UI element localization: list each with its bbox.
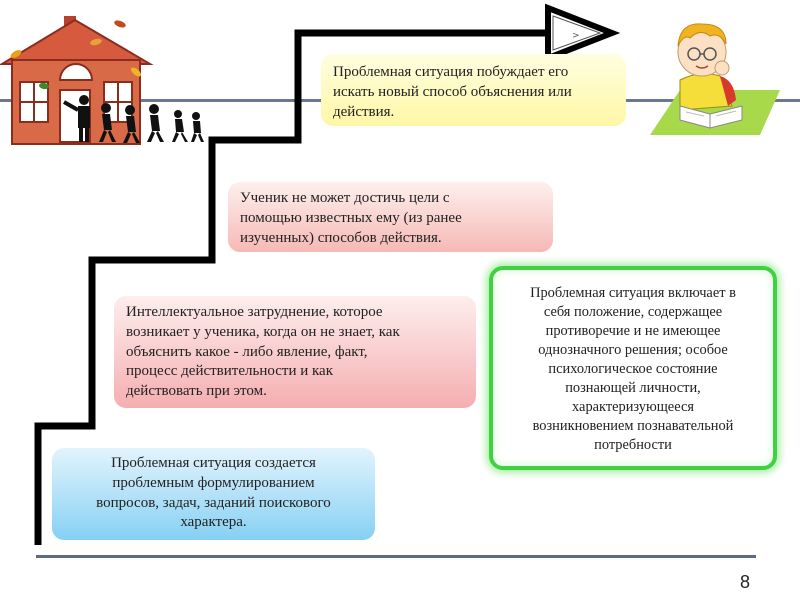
box-line: познающей личности, [565, 380, 701, 397]
box-line: действовать при этом. [126, 383, 267, 400]
box-line: противоречие и не имеющее [545, 323, 721, 340]
box-motivation: Проблемная ситуация побуждает его искать… [321, 54, 626, 126]
box-line: характера. [180, 514, 247, 531]
running-children-icon [99, 103, 204, 143]
box-line: характеризующееся [572, 399, 694, 416]
box-line: Интеллектуальное затруднение, которое [126, 304, 383, 320]
svg-text:>: > [572, 31, 580, 41]
box-line: объяснить какое - либо явление, факт, [126, 343, 368, 360]
box-line: изученных) способов действия. [240, 229, 442, 246]
box-line: себя положение, содержащее [543, 304, 723, 321]
box-line: Проблемная ситуация создается [111, 455, 316, 471]
box-line: однозначного решения; особое [538, 342, 728, 359]
reading-boy-icon [650, 23, 780, 135]
page-number: 8 [740, 572, 751, 592]
box-line: вопросов, задач, заданий поискового [96, 494, 331, 511]
box-line: возникает у ученика, когда он не знает, … [126, 323, 400, 340]
box-line: действия. [333, 103, 395, 120]
box-intellectual-difficulty: Интеллектуальное затруднение, которое во… [114, 296, 476, 408]
box-line: Проблемная ситуация включает в [530, 285, 736, 301]
box-goal-failure: Ученик не может достичь цели с помощью и… [228, 182, 553, 252]
box-line: Ученик не может достичь цели с [240, 190, 450, 206]
box-line: потребности [594, 437, 672, 454]
school-house-icon [0, 16, 154, 145]
box-line: возникновением познавательной [532, 418, 734, 435]
box-creation: Проблемная ситуация создается проблемным… [52, 448, 375, 540]
box-line: искать новый способ объяснения или [333, 83, 572, 100]
box-line: Проблемная ситуация побуждает его [333, 64, 569, 80]
box-line: психологическое состояние [548, 361, 718, 378]
box-line: помощью известных ему (из ранее [240, 209, 462, 226]
box-line: процесс действительности и как [126, 363, 334, 380]
box-line: проблемным формулированием [112, 474, 315, 491]
bottom-divider-line [36, 555, 756, 558]
box-definition: Проблемная ситуация включает в себя поло… [489, 266, 777, 470]
